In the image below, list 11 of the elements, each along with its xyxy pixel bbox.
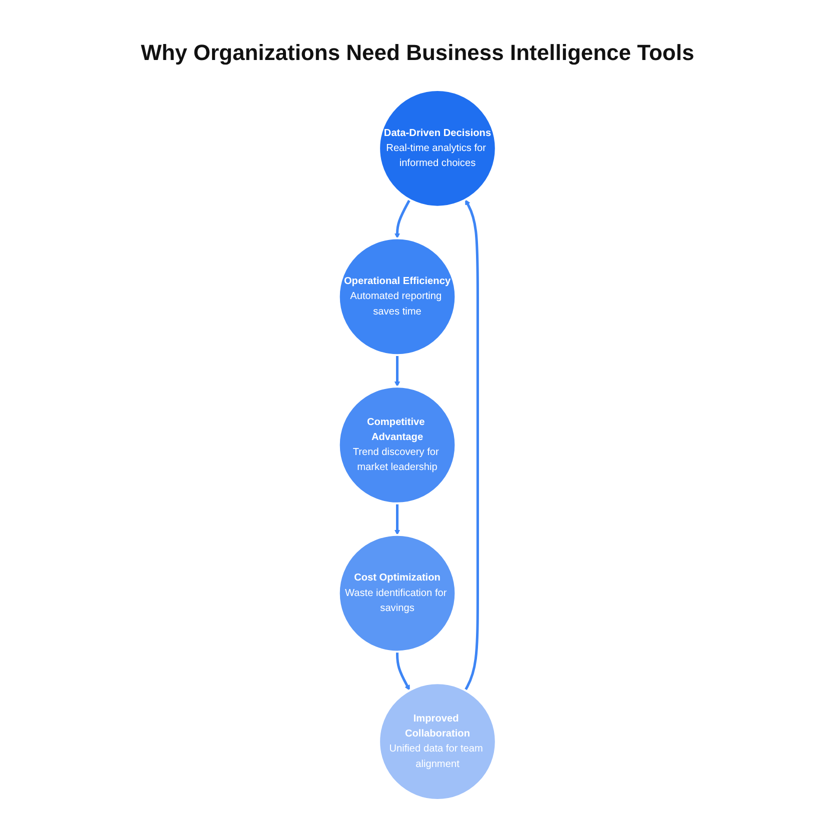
arrow xyxy=(394,199,411,239)
arrow xyxy=(394,503,400,536)
node-circle: Competitive Advantage Trend discovery for market leadership xyxy=(338,386,457,504)
arrow xyxy=(396,652,410,691)
node-circle: Data-Driven Decisions Real-time analytics for informed choices xyxy=(378,89,497,208)
node-circle: Cost Optimization Waste identification for savings xyxy=(338,534,457,653)
node-circle: Operational Efficiency Automated reporting saves time xyxy=(338,237,457,356)
arrow xyxy=(464,199,480,691)
diagram-title: Why Organizations Need Business Intelligence Tools xyxy=(140,40,694,66)
node-circle: Improved Collaboration Unified data for team alignment xyxy=(378,682,497,801)
arrow xyxy=(394,355,400,387)
